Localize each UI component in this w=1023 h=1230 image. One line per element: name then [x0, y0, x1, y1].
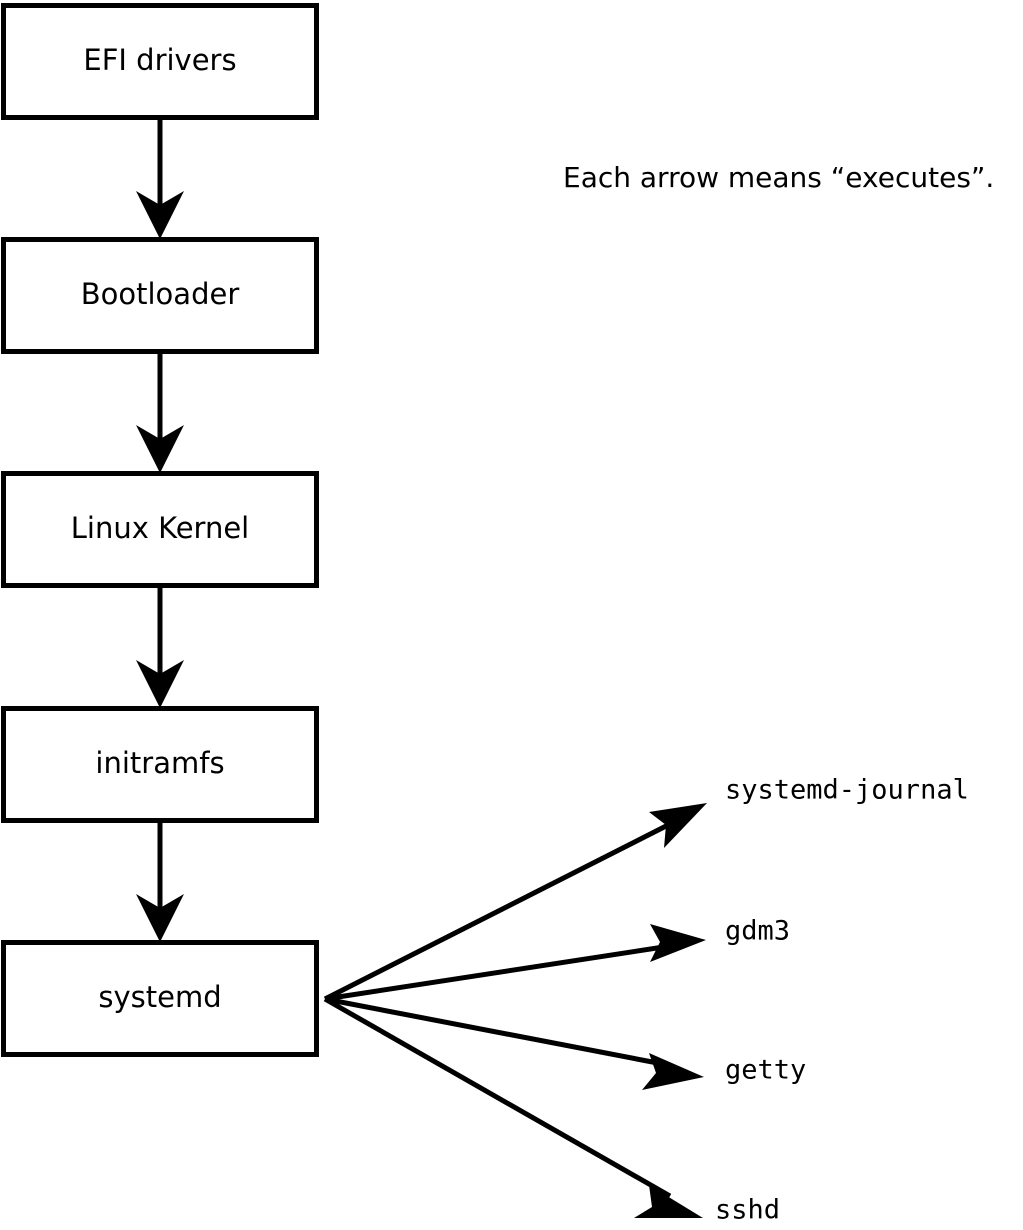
fan-line [323, 820, 674, 1002]
arrow-head-icon [650, 924, 706, 962]
arrow-head-icon [634, 1185, 703, 1218]
chain-connectors-group [136, 120, 184, 942]
stage-box-outline [1, 940, 319, 1057]
arrow-head-down-icon [136, 894, 184, 942]
fan-arrow-gdm3 [324, 924, 706, 1002]
fan-arrow-getty [324, 996, 704, 1090]
stage-box-label: Linux Kernel [71, 511, 249, 545]
stage-box-label: initramfs [95, 746, 224, 780]
fan-line [323, 996, 672, 1199]
stage-box-systemd[interactable]: systemd [1, 940, 319, 1057]
service-labels-group: systemd-journal gdm3 getty sshd [715, 775, 969, 1226]
connector-efi-to-bootloader [136, 120, 184, 239]
service-label-getty[interactable]: getty [725, 1055, 806, 1086]
stage-box-outline [1, 706, 319, 823]
boot-chain-boxes: EFI drivers Bootloader Linux Kernel init… [1, 3, 319, 1057]
stage-box-outline [1, 471, 319, 588]
service-label-systemd-journal[interactable]: systemd-journal [725, 775, 969, 806]
stage-box-label: systemd [98, 980, 221, 1014]
legend-note: Each arrow means “executes”. [563, 161, 994, 194]
fan-arrow-sshd [323, 996, 703, 1218]
fan-line [324, 943, 671, 1002]
stage-box-efi-drivers[interactable]: EFI drivers [1, 3, 319, 120]
arrow-head-down-icon [136, 425, 184, 473]
stage-box-linux-kernel[interactable]: Linux Kernel [1, 471, 319, 588]
stage-box-outline [1, 237, 319, 354]
stage-box-bootloader[interactable]: Bootloader [1, 237, 319, 354]
stage-box-label: EFI drivers [83, 43, 236, 77]
arrow-head-down-icon [136, 191, 184, 239]
stage-box-label: Bootloader [81, 277, 240, 311]
arrow-head-down-icon [136, 660, 184, 708]
fan-arrow-systemd-journal [323, 803, 707, 1002]
stage-box-outline [1, 3, 319, 120]
service-fan-group [323, 803, 707, 1218]
stage-box-initramfs[interactable]: initramfs [1, 706, 319, 823]
connector-bootloader-to-kernel [136, 354, 184, 473]
connector-initramfs-to-systemd [136, 823, 184, 942]
connector-kernel-to-initramfs [136, 588, 184, 708]
arrow-head-icon [649, 803, 707, 848]
service-label-sshd[interactable]: sshd [715, 1195, 780, 1226]
arrow-head-icon [642, 1053, 704, 1090]
service-label-gdm3[interactable]: gdm3 [725, 916, 790, 947]
fan-line [324, 996, 669, 1068]
